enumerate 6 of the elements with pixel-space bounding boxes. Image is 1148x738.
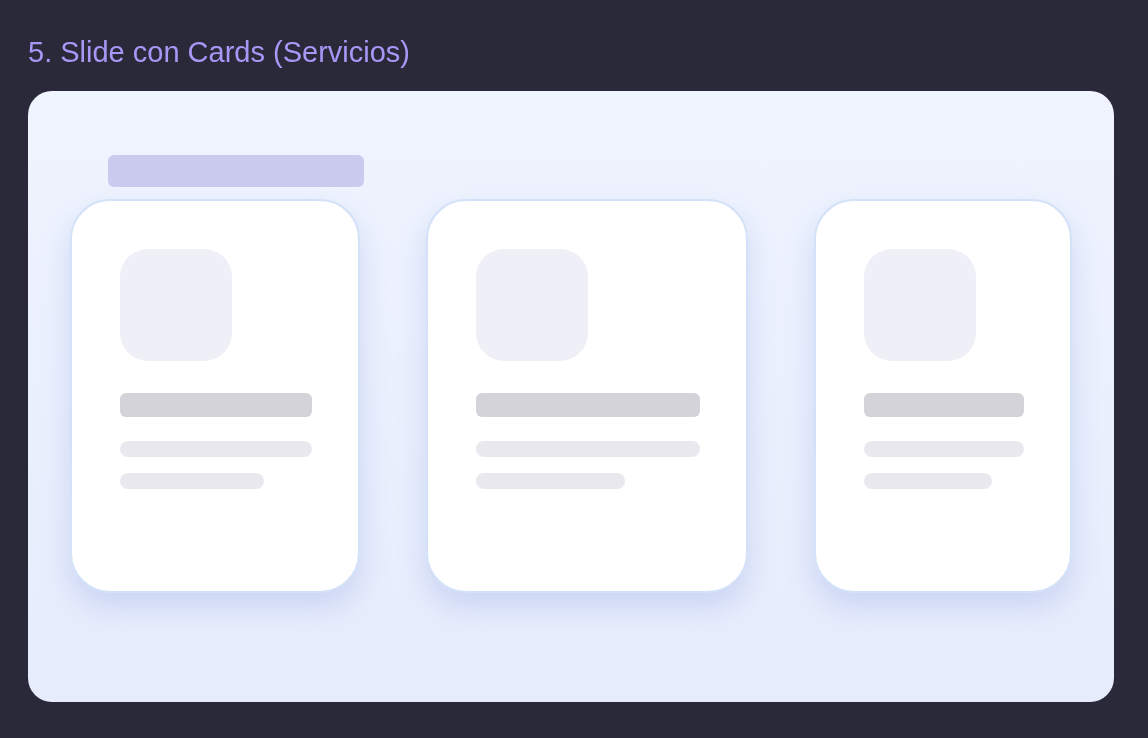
service-card (426, 199, 748, 593)
service-card (70, 199, 360, 593)
title: 5. Slide con Cards (Servicios) (28, 35, 410, 70)
header-bar-placeholder (108, 155, 364, 187)
service-card (814, 199, 1072, 593)
slide-panel (28, 91, 1114, 702)
